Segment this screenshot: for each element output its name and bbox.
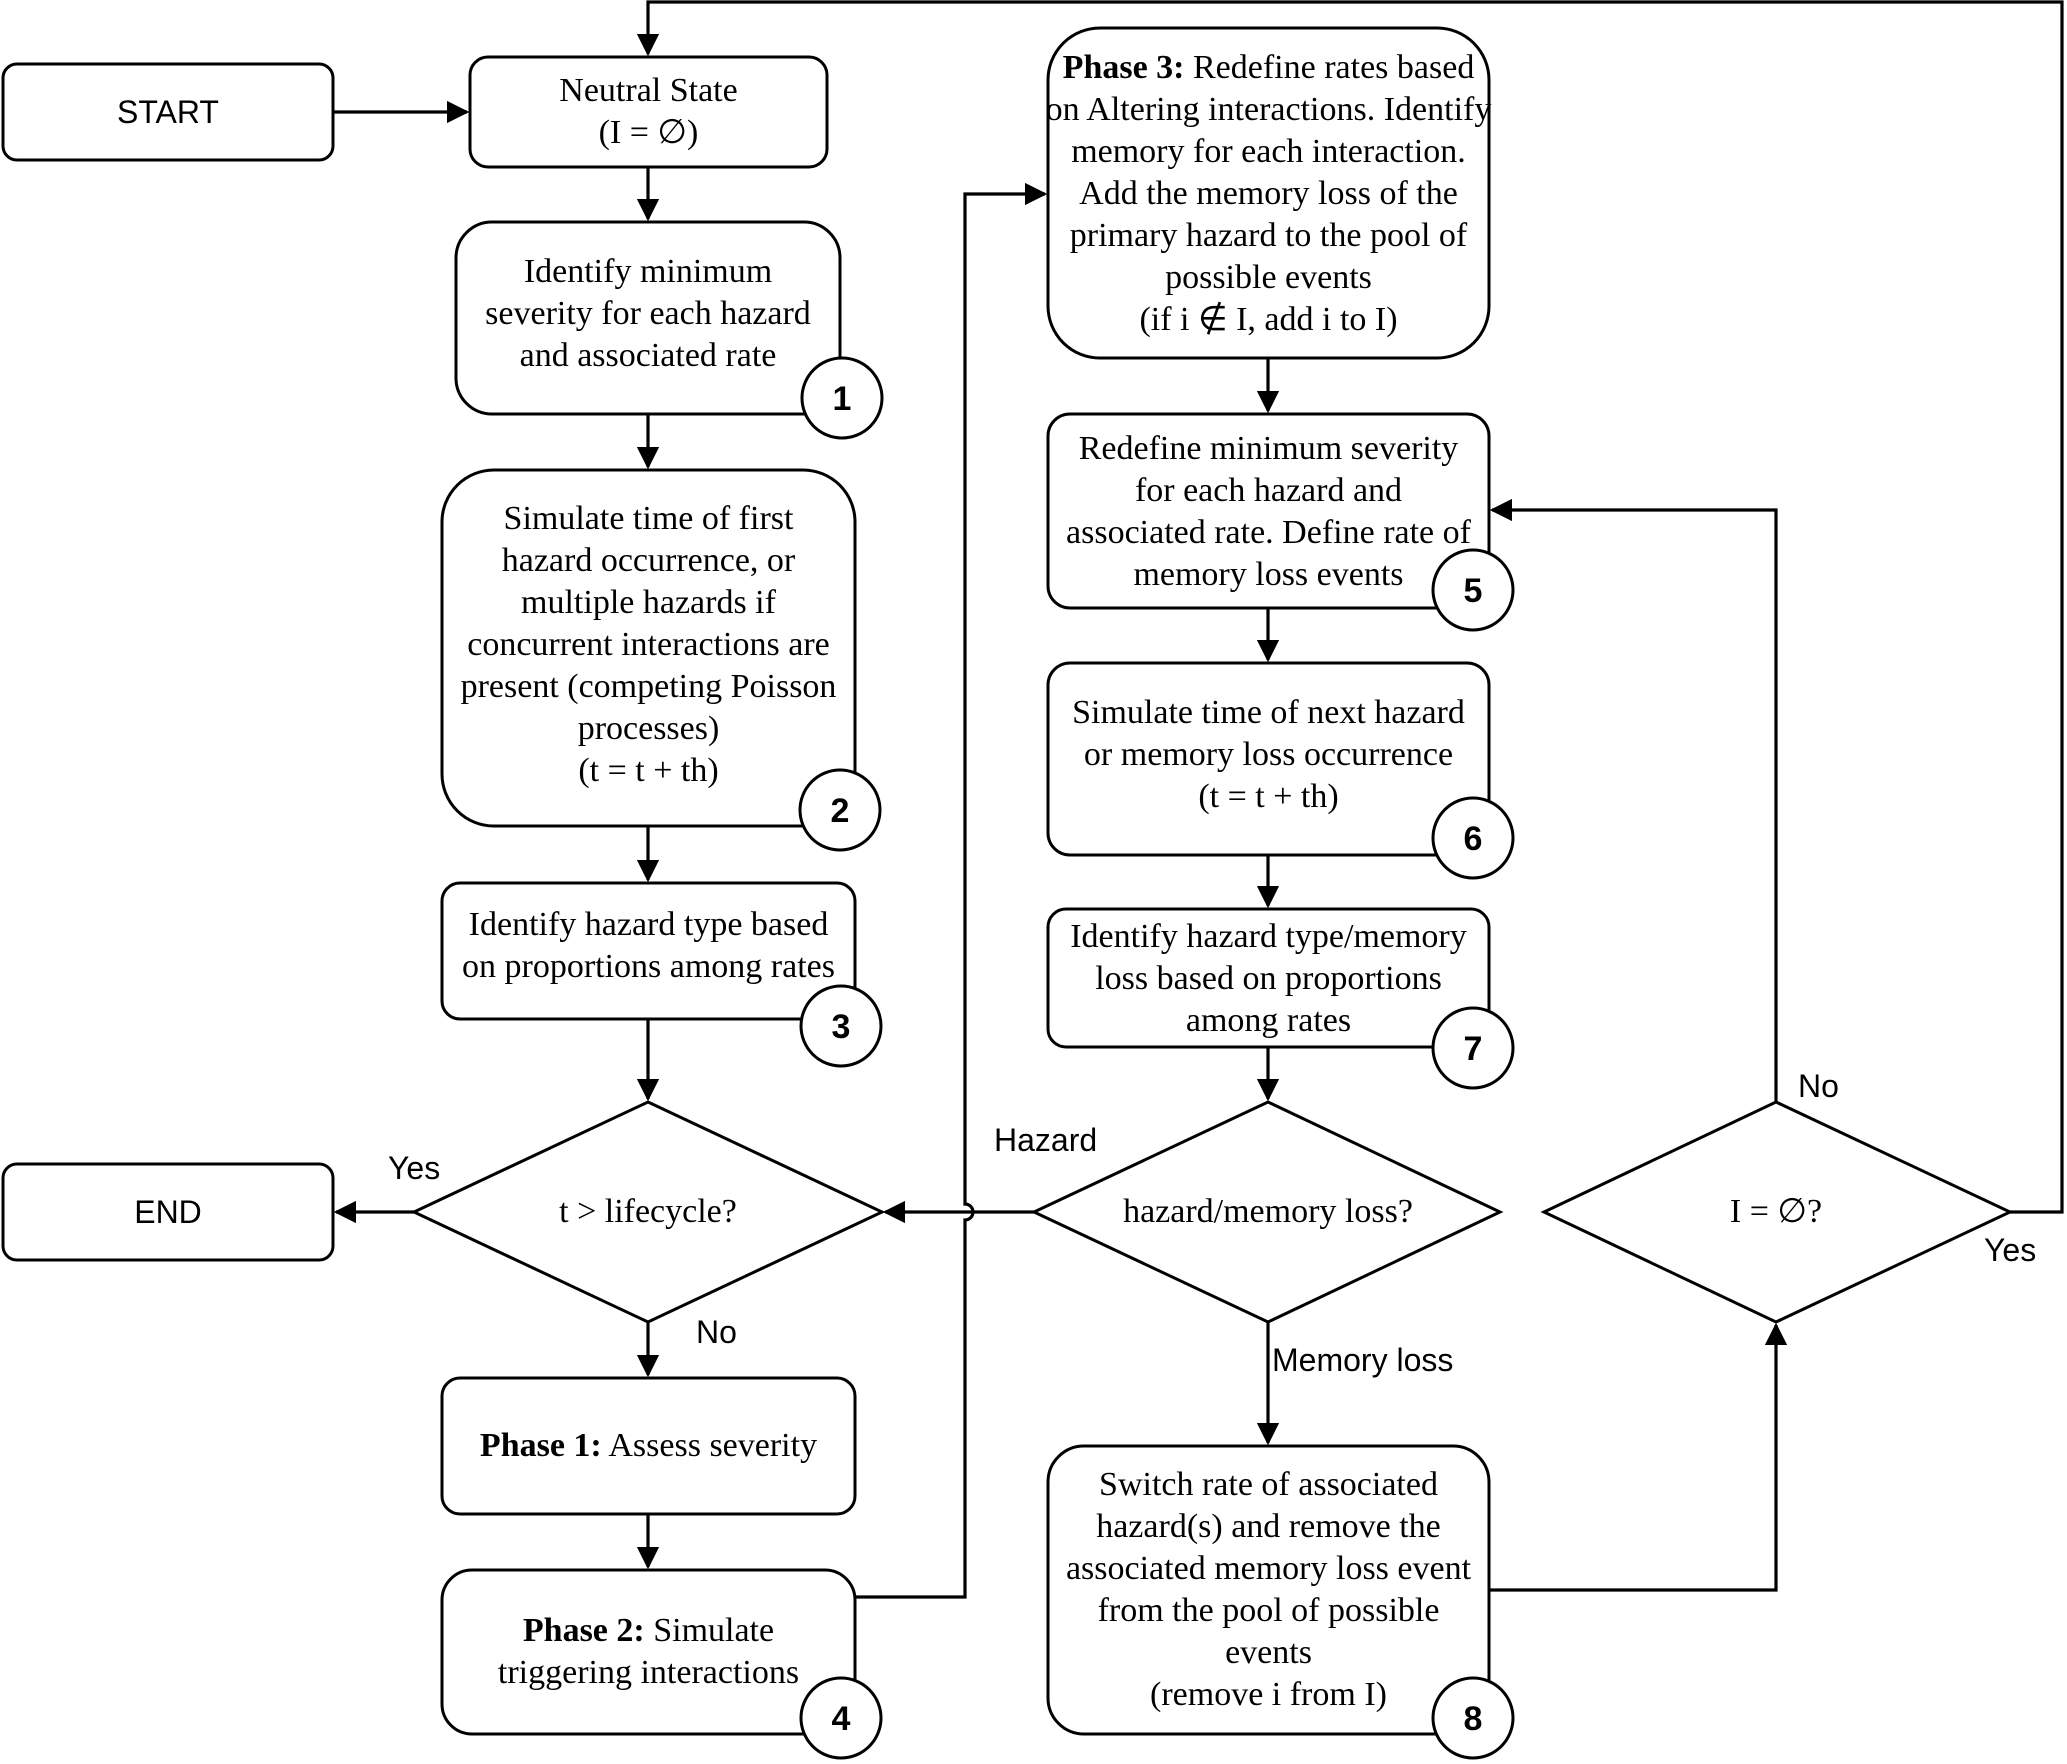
step2-formula: (t = t + th) — [578, 752, 719, 789]
phase1-description: Assess severity — [608, 1427, 818, 1464]
empty-set-question: I = ∅? — [1729, 1193, 1823, 1230]
step8-badge: 8 — [1431, 1676, 1515, 1760]
edge-emptyset-to-step5 — [1489, 498, 1778, 1102]
end-label: END — [134, 1194, 202, 1230]
phase3-line: on Altering interactions. Identify — [1045, 91, 1492, 128]
step1-number: 1 — [833, 380, 852, 418]
edge-phase2-to-phase3 — [855, 182, 1048, 1599]
phase3-condition: (if i ∉ I, add i to I) — [1139, 301, 1398, 338]
step2-line: hazard occurrence, or — [501, 542, 796, 579]
step2-line: processes) — [577, 710, 720, 747]
step4-badge: 4 — [799, 1676, 883, 1760]
step8-line: events — [1225, 1634, 1312, 1671]
step6-line: or memory loss occurrence — [1083, 736, 1454, 773]
phase3-line: Add the memory loss of the — [1079, 175, 1458, 212]
step1-line: Identify minimum — [523, 253, 773, 290]
edge-label-yes-end: Yes — [388, 1150, 441, 1186]
edge-label-yes-loop: Yes — [1984, 1232, 2037, 1268]
phase2-bold-label: Phase 2: — [522, 1612, 645, 1649]
step3-line: Identify hazard type based — [468, 906, 829, 943]
edge-label-no-loop: No — [1798, 1068, 1839, 1104]
step1-badge: 1 — [800, 356, 884, 440]
edge-step8-to-emptyset — [1489, 1322, 1788, 1592]
edge-label-memory-loss: Memory loss — [1272, 1342, 1454, 1378]
step7-badge: 7 — [1431, 1006, 1515, 1090]
empty-set-decision — [1540, 1100, 2014, 1324]
step2-line: concurrent interactions are — [467, 626, 830, 663]
step5-text: Redefine minimum severity for each hazar… — [1050, 426, 1487, 598]
step3-text: Identify hazard type based on proportion… — [444, 900, 853, 992]
step8-text: Switch rate of associated hazard(s) and … — [1050, 1462, 1487, 1718]
phase3-text: Phase 3: Redefine rates based on Alterin… — [1046, 49, 1492, 338]
phase3-line: primary hazard to the pool of — [1069, 217, 1468, 254]
step1-line: severity for each hazard — [485, 295, 811, 332]
step8-line: hazard(s) and remove the — [1096, 1508, 1441, 1545]
step7-line: among rates — [1185, 1002, 1352, 1039]
phase3-bold-label: Phase 3: — [1062, 49, 1185, 86]
start-label: START — [117, 94, 219, 130]
edge-label-hazard: Hazard — [994, 1122, 1098, 1158]
step6-formula: (t = t + th) — [1198, 778, 1339, 815]
step6-line: Simulate time of next hazard — [1072, 694, 1465, 731]
phase1-bold-label: Phase 1: — [479, 1427, 602, 1464]
step2-line: present (competing Poisson — [460, 668, 837, 705]
step2-number: 2 — [831, 792, 850, 830]
step5-line: for each hazard and — [1134, 472, 1403, 509]
phase3-line: memory for each interaction. — [1071, 133, 1466, 170]
step7-number: 7 — [1464, 1030, 1483, 1068]
neutral-state-title: Neutral State — [559, 72, 738, 109]
step2-badge: 2 — [798, 768, 882, 852]
phase3-line: possible events — [1165, 259, 1372, 296]
step2-line: Simulate time of first — [503, 500, 794, 537]
hazard-memory-question: hazard/memory loss? — [1123, 1193, 1413, 1230]
step7-text: Identify hazard type/memory loss based o… — [1050, 914, 1487, 1044]
step6-badge: 6 — [1431, 796, 1515, 880]
step7-line: Identify hazard type/memory — [1070, 918, 1467, 955]
step3-badge: 3 — [799, 984, 883, 1068]
edge-emptyset-to-neutral — [636, 0, 2064, 1214]
step5-line: Redefine minimum severity — [1078, 430, 1459, 467]
lifecycle-question: t > lifecycle? — [559, 1193, 737, 1230]
step2-line: multiple hazards if — [521, 584, 776, 621]
step6-number: 6 — [1464, 820, 1483, 858]
step7-line: loss based on proportions — [1095, 960, 1442, 997]
step5-line: associated rate. Define rate of — [1066, 514, 1471, 551]
step4-number: 4 — [832, 1700, 851, 1738]
step5-badge: 5 — [1431, 548, 1515, 632]
edge-label-no-phase1: No — [696, 1314, 737, 1350]
phase2-text: Phase 2: Simulate triggering interaction… — [444, 1606, 853, 1698]
neutral-state-text: Neutral State (I = ∅) — [470, 62, 827, 162]
step2-text: Simulate time of first hazard occurrence… — [444, 490, 853, 800]
end-box — [1, 1162, 335, 1262]
step8-line: from the pool of possible — [1097, 1592, 1440, 1629]
step1-line: and associated rate — [519, 337, 777, 374]
phase2-line2: triggering interactions — [497, 1654, 800, 1691]
step6-text: Simulate time of next hazard or memory l… — [1050, 688, 1487, 822]
step5-line: memory loss events — [1133, 556, 1404, 593]
step3-line: on proportions among rates — [462, 948, 835, 985]
phase1-text: Phase 1: Assess severity — [444, 1418, 853, 1474]
step1-text: Identify minimum severity for each hazar… — [458, 248, 838, 380]
step3-number: 3 — [832, 1008, 851, 1046]
phase2-box — [440, 1568, 857, 1736]
neutral-state-condition: (I = ∅) — [598, 114, 699, 151]
phase2-description: Simulate — [653, 1612, 775, 1649]
step8-number: 8 — [1464, 1700, 1483, 1738]
step8-condition: (remove i from I) — [1150, 1676, 1387, 1713]
step8-line: Switch rate of associated — [1099, 1466, 1438, 1503]
step5-number: 5 — [1464, 572, 1483, 610]
step8-line: associated memory loss event — [1065, 1550, 1472, 1587]
phase3-description: Redefine rates based — [1193, 49, 1475, 86]
